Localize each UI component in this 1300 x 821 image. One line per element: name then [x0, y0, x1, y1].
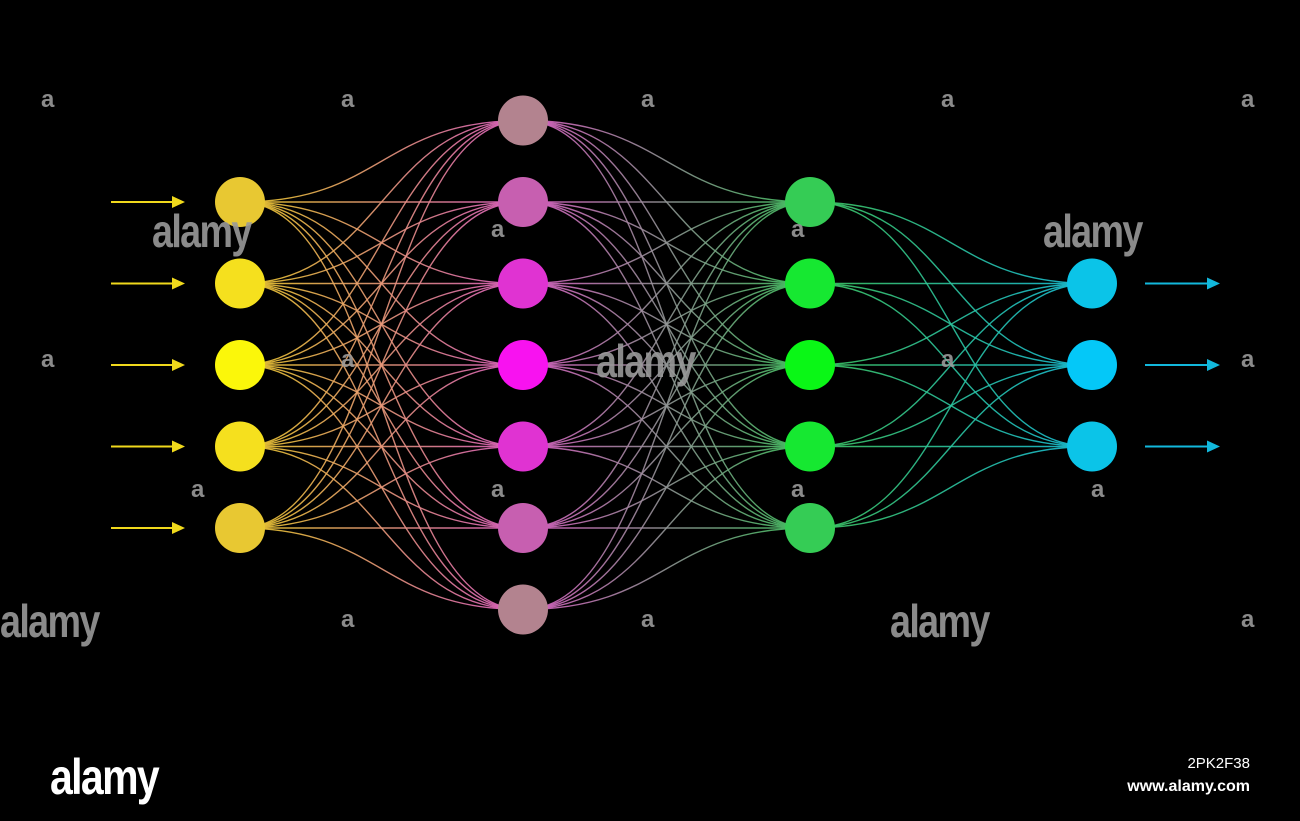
neuron-node-layer4-2: [1067, 340, 1117, 390]
watermark-mark: a: [41, 346, 55, 373]
connection-lines: [239, 119, 1093, 611]
input-arrow-5: [111, 522, 185, 534]
connection-line: [522, 201, 811, 611]
neuron-node-layer2-1: [498, 95, 548, 146]
watermark-wordmark: alamy: [0, 595, 100, 647]
neuron-node-layer3-4: [785, 421, 835, 472]
connection-line: [809, 282, 1093, 529]
neuron-node-layer3-5: [785, 503, 835, 553]
connection-line: [522, 201, 811, 366]
watermark-mark: a: [941, 86, 955, 113]
connection-line: [239, 119, 524, 448]
watermark-mark: a: [1241, 606, 1255, 633]
watermark-mark: a: [1241, 346, 1255, 373]
output-arrow-3: [1145, 440, 1220, 453]
connection-line: [239, 282, 524, 529]
input-arrow-1: [111, 196, 185, 208]
watermark-mark: a: [341, 86, 355, 113]
watermark-mark: a: [491, 476, 505, 503]
io-arrows: [111, 196, 1220, 534]
neuron-node-layer1-5: [215, 503, 265, 553]
connection-line: [809, 364, 1093, 529]
connection-line: [809, 282, 1093, 366]
neuron-node-layer2-3: [498, 258, 548, 309]
input-arrow-2: [111, 277, 185, 290]
neuron-node-layer3-2: [785, 258, 835, 309]
input-arrow-3: [111, 359, 185, 371]
connection-line: [522, 201, 811, 285]
neuron-node-layer1-3: [215, 340, 265, 390]
neuron-node-layer2-4: [498, 340, 548, 390]
watermark-mark: a: [191, 476, 205, 503]
connection-line: [239, 201, 524, 529]
connection-line: [239, 119, 524, 203]
watermark-wordmark: alamy: [596, 335, 696, 387]
connection-line: [522, 119, 811, 203]
connection-line: [239, 119, 524, 529]
connection-line: [809, 282, 1093, 448]
connection-line: [239, 119, 524, 285]
connection-line: [809, 201, 1093, 285]
output-arrow-2: [1145, 359, 1220, 371]
neuron-node-layer4-1: [1067, 258, 1117, 309]
connection-line: [239, 364, 524, 529]
site-url-label: www.alamy.com: [1127, 778, 1250, 795]
connection-line: [522, 445, 811, 611]
neuron-node-layer2-6: [498, 503, 548, 553]
watermark-mark: a: [41, 86, 55, 113]
watermark-mark: a: [791, 216, 805, 243]
input-arrow-4: [111, 440, 185, 453]
watermark-mark: a: [491, 216, 505, 243]
alamy-logo: alamy: [50, 749, 160, 805]
connection-line: [522, 201, 811, 529]
connection-line: [522, 201, 811, 448]
watermark-mark: a: [641, 86, 655, 113]
neuron-nodes: [215, 95, 1117, 635]
watermark-wordmark: alamy: [152, 205, 252, 257]
neuron-node-layer2-7: [498, 584, 548, 635]
connection-line: [809, 445, 1093, 529]
neuron-node-layer2-2: [498, 177, 548, 227]
watermark-wordmark: alamy: [1043, 205, 1143, 257]
connection-line: [239, 119, 524, 366]
connection-line: [522, 527, 811, 611]
connection-line: [239, 445, 524, 529]
watermark-mark: a: [791, 476, 805, 503]
connection-line: [239, 527, 524, 611]
watermark-mark: a: [341, 606, 355, 633]
neuron-node-layer4-3: [1067, 421, 1117, 472]
neuron-node-layer1-4: [215, 421, 265, 472]
neuron-node-layer3-3: [785, 340, 835, 390]
watermark-mark: a: [941, 346, 955, 373]
output-arrow-1: [1145, 277, 1220, 290]
connection-line: [522, 364, 811, 611]
watermark-wordmark: alamy: [890, 595, 990, 647]
connection-line: [522, 282, 811, 611]
neuron-node-layer1-2: [215, 258, 265, 309]
neuron-node-layer3-1: [785, 177, 835, 227]
neuron-node-layer2-5: [498, 421, 548, 472]
watermark-mark: a: [1091, 476, 1105, 503]
watermark-mark: a: [641, 606, 655, 633]
watermark-mark: a: [1241, 86, 1255, 113]
image-id-label: 2PK2F38: [1187, 755, 1250, 772]
neuron-node-layer1-1: [215, 177, 265, 227]
watermark-mark: a: [341, 346, 355, 373]
